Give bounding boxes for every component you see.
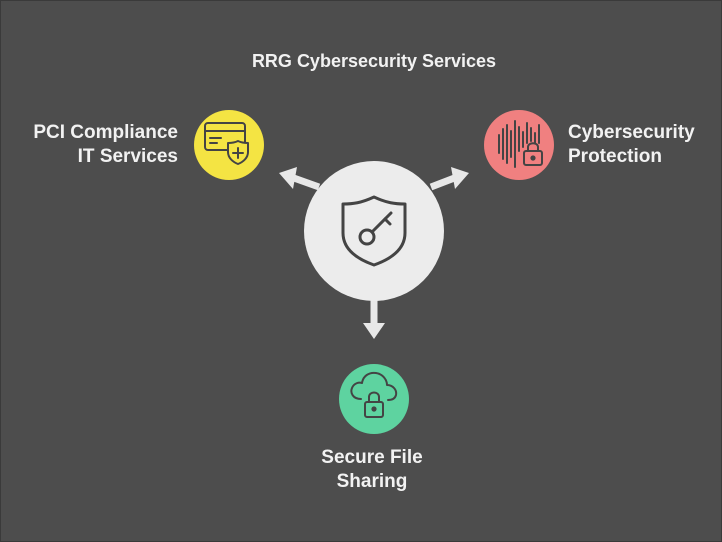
protection-label-line-2: Protection [568, 146, 662, 167]
pci-compliance-label: PCI Compliance IT Services [33, 121, 178, 169]
pci-label-line-1: PCI Compliance [33, 122, 178, 143]
credit-card-shield-icon [204, 122, 249, 165]
filesharing-node-circle [339, 364, 409, 434]
shield-key-icon [341, 195, 407, 267]
protection-label-line-1: Cybersecurity [568, 122, 695, 143]
filesharing-label-line-2: Sharing [336, 471, 408, 492]
diagram-title: RRG Cybersecurity Services [251, 51, 497, 71]
pci-label-line-2: IT Services [77, 146, 178, 167]
cloud-lock-icon [350, 371, 398, 418]
waveform-lock-icon [498, 120, 543, 168]
arrow-to-protection [429, 167, 469, 191]
secure-file-sharing-label: Secure File Sharing [287, 446, 457, 494]
cybersecurity-protection-label: Cybersecurity Protection [568, 121, 695, 169]
filesharing-label-line-1: Secure File [321, 447, 423, 468]
arrow-to-pci [279, 167, 321, 191]
